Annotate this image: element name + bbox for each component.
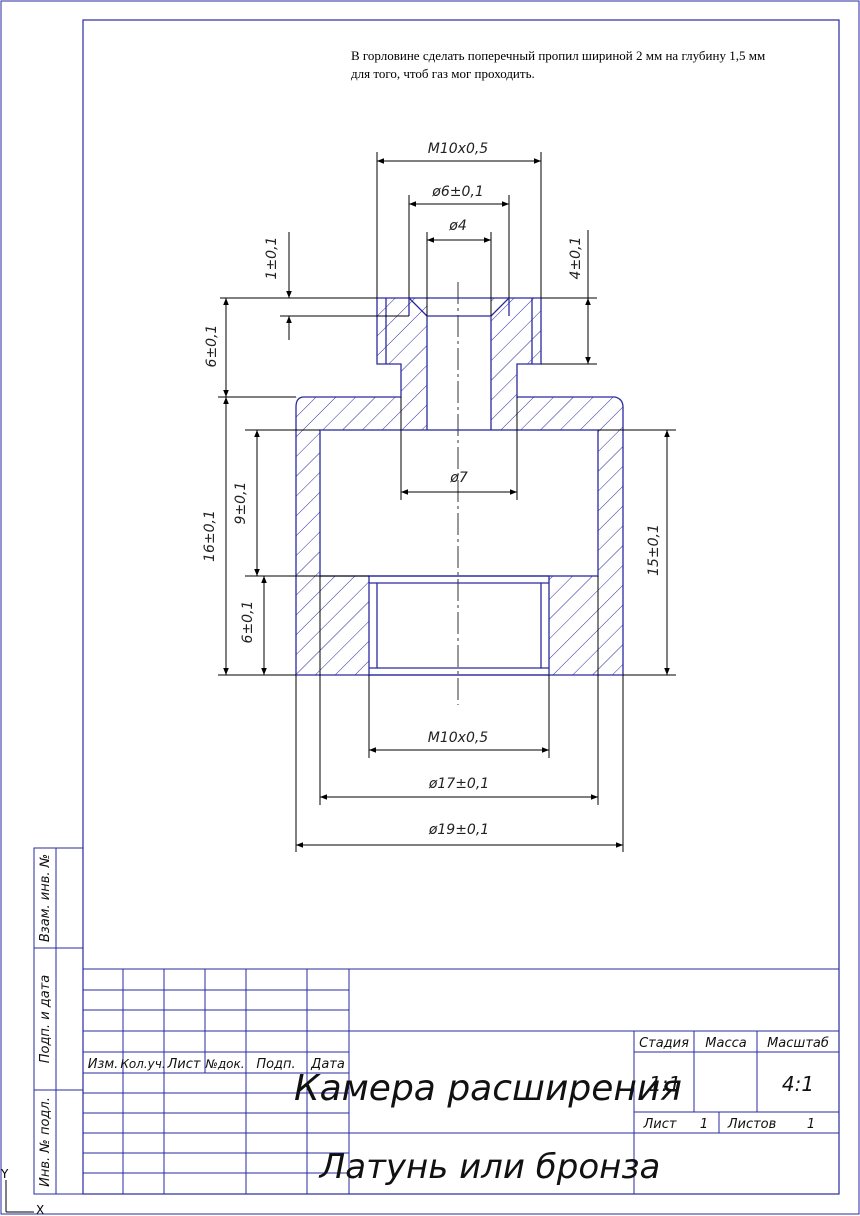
dim-h1: 1±0,1 [264, 237, 280, 280]
dim-d7: ø7 [449, 470, 468, 486]
masshtab-value: 4:1 [782, 1072, 814, 1096]
col-data: Дата [310, 1057, 345, 1072]
ucs-icon: Y X [0, 1167, 44, 1216]
dim-h4: 4±0,1 [568, 237, 584, 280]
list-label: Лист [643, 1117, 677, 1132]
col-list: Лист [167, 1057, 201, 1072]
dim-h6-top: 6±0,1 [204, 325, 220, 368]
list-value: 1 [700, 1117, 708, 1132]
listov-label: Листов [727, 1117, 777, 1132]
side-inv-podl-label: Инв. № подл. [38, 1097, 53, 1187]
side-podp-data-label: Подп. и дата [38, 975, 53, 1064]
axis-x-label: X [36, 1203, 44, 1216]
dim-thread-top: M10x0,5 [428, 141, 489, 157]
dim-d19: ø19±0,1 [428, 822, 489, 838]
stadia-value: 1:1 [649, 1072, 681, 1096]
title-block: Изм. Кол.уч. Лист №док. Подп. Дата Камер… [83, 968, 839, 1194]
dim-d17: ø17±0,1 [428, 776, 489, 792]
masshtab-label: Масштаб [767, 1036, 829, 1051]
side-vzam-label: Взам. инв. № [38, 854, 53, 942]
material: Латунь или бронза [318, 1147, 661, 1187]
axis-y-label: Y [0, 1167, 9, 1181]
dim-h9: 9±0,1 [233, 482, 249, 525]
dim-h16: 16±0,1 [202, 510, 218, 562]
note-line-1: В горловине сделать поперечный пропил ши… [351, 48, 766, 63]
note-line-2: для того, чтоб газ мог проходить. [351, 66, 535, 81]
col-izm: Изм. [88, 1057, 119, 1072]
dim-h15: 15±0,1 [646, 524, 662, 576]
dim-d4: ø4 [448, 218, 466, 234]
drawing-name: Камера расширения [294, 1068, 682, 1109]
dimension-lines [218, 152, 676, 852]
side-stamp: Взам. инв. № Подп. и дата Инв. № подл. [33, 847, 84, 1195]
massa-label: Масса [705, 1036, 746, 1051]
dim-h6-bottom: 6±0,1 [240, 601, 256, 644]
stadia-label: Стадия [639, 1036, 689, 1051]
dimension-labels: M10x0,5 ø6±0,1 ø4 1±0,1 4±0,1 6±0,1 ø7 9… [202, 141, 662, 838]
dim-d6: ø6±0,1 [431, 184, 483, 200]
dim-thread-bottom: M10x0,5 [428, 730, 489, 746]
technical-note: В горловине сделать поперечный пропил ши… [351, 47, 821, 83]
part-section [295, 297, 624, 676]
col-podp: Подп. [256, 1057, 295, 1072]
col-ndok: №док. [204, 1057, 244, 1071]
listov-value: 1 [807, 1117, 815, 1132]
col-kol-uch: Кол.уч. [120, 1057, 165, 1071]
